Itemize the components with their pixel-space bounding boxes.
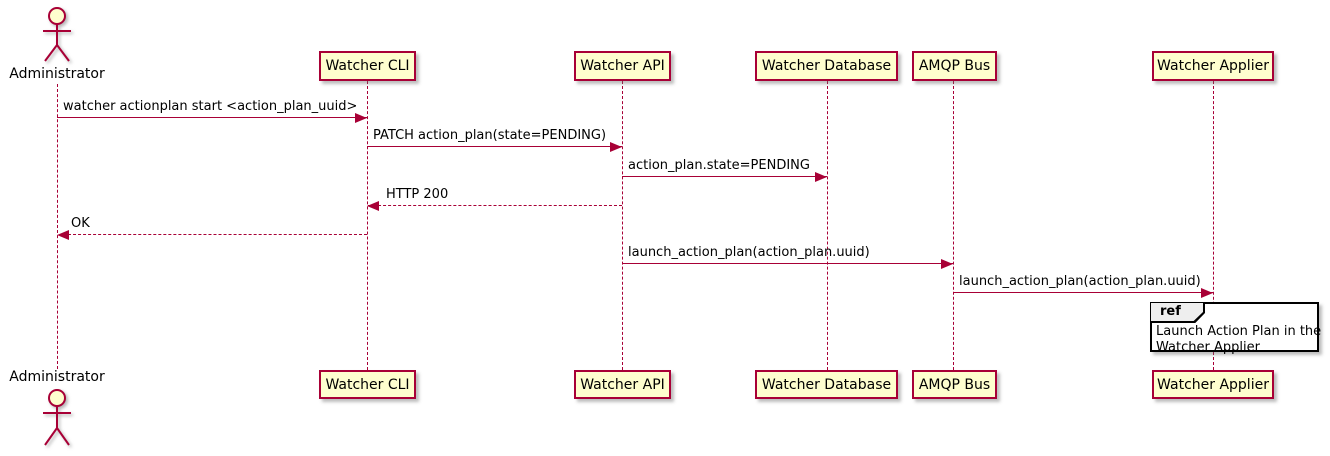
participant-watcher-applier-bottom: Watcher Applier (1152, 370, 1274, 399)
participant-watcher-applier-top: Watcher Applier (1152, 51, 1274, 81)
participant-watcher-cli-bottom: Watcher CLI (319, 370, 416, 399)
message-4-label: HTTP 200 (386, 187, 449, 202)
message-7-line (953, 292, 1213, 293)
lifeline-watcher-api (622, 81, 623, 370)
message-5-arrowhead (57, 229, 69, 240)
lifeline-watcher-applier (1213, 81, 1214, 370)
message-5-label: OK (71, 216, 90, 231)
message-6-arrowhead (941, 258, 953, 269)
participant-watcher-cli-top: Watcher CLI (319, 51, 416, 81)
message-3-line (622, 176, 827, 177)
ref-keyword: ref (1151, 303, 1203, 321)
message-7-label: launch_action_plan(action_plan.uuid) (959, 274, 1201, 289)
message-2-line (367, 146, 622, 147)
actor-label-top: Administrator (9, 66, 105, 82)
lifeline-administrator (57, 84, 58, 369)
message-6-line (622, 263, 953, 264)
actor-icon (43, 7, 71, 62)
message-3-arrowhead (815, 171, 827, 182)
participant-amqp-bus-top: AMQP Bus (912, 51, 997, 81)
ref-fragment: ref Launch Action Plan in the Watcher Ap… (1150, 302, 1321, 355)
ref-text-line-1: Launch Action Plan in the (1156, 324, 1322, 339)
participant-watcher-api-bottom: Watcher API (574, 370, 671, 399)
message-6-label: launch_action_plan(action_plan.uuid) (628, 245, 870, 260)
message-2-arrowhead (610, 141, 622, 152)
message-4-arrowhead (367, 200, 379, 211)
lifeline-watcher-cli (367, 81, 368, 370)
message-1-line (57, 117, 367, 118)
ref-text: Launch Action Plan in the Watcher Applie… (1156, 324, 1321, 355)
lifeline-amqp-bus (953, 81, 954, 370)
message-4-line (368, 205, 622, 206)
actor-icon (43, 389, 71, 446)
participant-watcher-api-top: Watcher API (574, 51, 671, 81)
ref-tab: ref (1151, 303, 1205, 323)
message-1-label: watcher actionplan start <action_plan_uu… (63, 99, 358, 114)
participant-watcher-database-top: Watcher Database (755, 51, 898, 81)
participant-watcher-database-bottom: Watcher Database (755, 370, 898, 399)
message-3-label: action_plan.state=PENDING (628, 158, 810, 173)
lifeline-watcher-database (827, 81, 828, 370)
participant-amqp-bus-bottom: AMQP Bus (912, 370, 997, 399)
message-7-arrowhead (1201, 287, 1213, 298)
message-5-line (68, 234, 367, 235)
actor-label-bottom: Administrator (9, 369, 105, 385)
message-2-label: PATCH action_plan(state=PENDING) (373, 128, 607, 143)
message-1-arrowhead (355, 112, 367, 123)
ref-text-line-2: Watcher Applier (1156, 339, 1260, 355)
